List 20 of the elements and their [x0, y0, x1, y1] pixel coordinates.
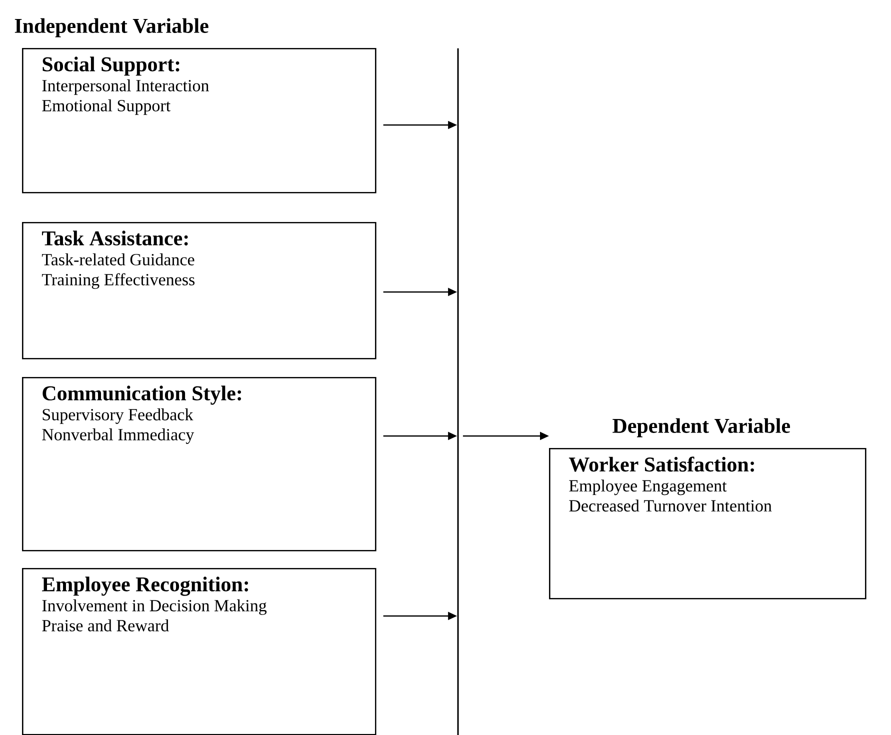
box-text: Training Effectiveness	[42, 273, 195, 289]
variable-box	[22, 48, 376, 194]
box-text: Involvement in Decision Making	[42, 599, 267, 615]
box-heading: Worker Satisfaction:	[568, 456, 754, 472]
box-text: Employee Engagement	[569, 480, 727, 496]
box-text: Task-related Guidance	[42, 253, 194, 266]
box-heading: Communication Style:	[42, 386, 242, 405]
box-text: Decreased Turnover Intention	[569, 500, 772, 512]
box-heading: Employee Recognition:	[42, 576, 248, 596]
variable-box	[22, 377, 376, 552]
variable-box	[549, 448, 866, 600]
box-text: Supervisory Feedback	[42, 408, 194, 424]
box-text: Emotional Support	[42, 99, 170, 115]
box-heading: Social Support:	[42, 56, 180, 76]
variable-box	[22, 568, 376, 735]
variable-box	[22, 222, 376, 360]
box-heading: Task Assistance:	[42, 230, 188, 246]
box-text: Nonverbal Immediacy	[42, 428, 194, 444]
box-text: Interpersonal Interaction	[42, 79, 209, 95]
box-text: Praise and Reward	[42, 619, 169, 632]
